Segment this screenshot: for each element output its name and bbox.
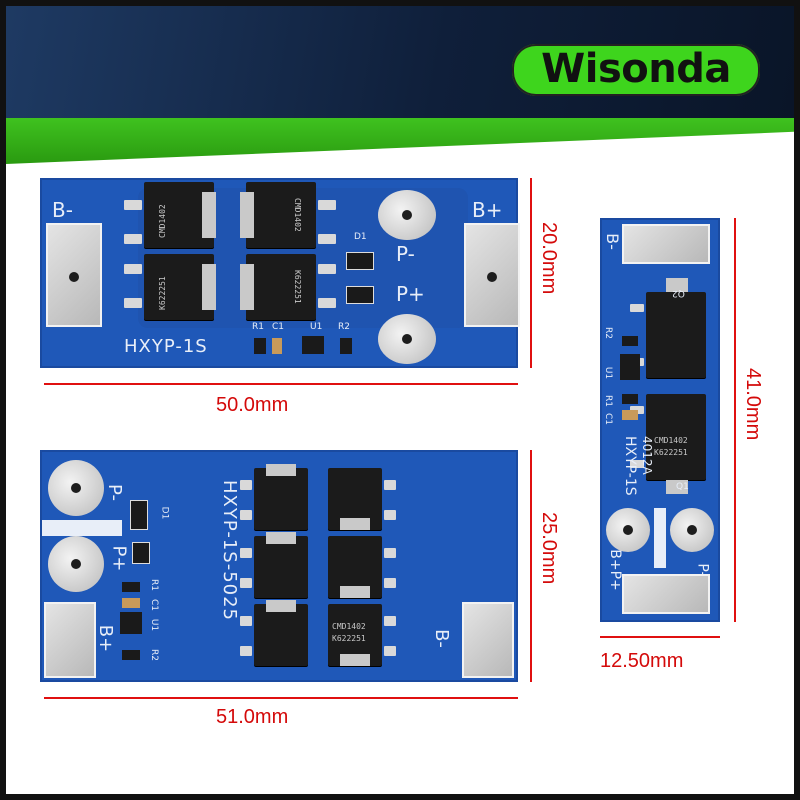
mosfet-lead	[318, 298, 336, 308]
mosfet-1	[254, 464, 308, 530]
label-d1: D1	[354, 232, 367, 242]
mosfet-lead	[240, 578, 252, 588]
capacitor-c1	[122, 598, 140, 608]
diode-d1-lower	[346, 286, 374, 304]
mosfet-lead	[124, 200, 142, 210]
resistor-r1	[122, 582, 140, 592]
mosfet-4: K622251	[240, 254, 316, 320]
board-model: HXYP-1S	[124, 336, 208, 357]
pad-b-plus	[464, 223, 520, 327]
label-r1: R1	[252, 322, 264, 332]
label-c1: C1	[272, 322, 285, 332]
resistor-r1	[622, 394, 638, 404]
mosfet-2: CMD1402	[240, 182, 316, 248]
mosfet-q1-code-2: K622251	[654, 448, 688, 457]
pad-p-plus	[48, 536, 104, 592]
mosfet-3	[254, 532, 308, 598]
pad-p-plus	[606, 508, 650, 552]
dimension-width-top: 50.0mm	[216, 394, 289, 416]
dimension-width-bottom: 51.0mm	[216, 706, 289, 728]
dimension-line-width-right	[600, 636, 720, 638]
pad-b-minus	[46, 223, 102, 327]
resistor-r2	[622, 336, 638, 346]
diode-d1	[130, 500, 148, 530]
mosfet-lead	[240, 548, 252, 558]
dimension-line-width-bottom	[44, 697, 518, 699]
silk-bar	[654, 508, 666, 568]
mosfet-5	[254, 600, 308, 666]
capacitor-c1	[272, 338, 282, 354]
pad-b-minus	[462, 602, 514, 678]
resistor-r2	[122, 650, 140, 660]
resistor-r2	[340, 338, 352, 354]
mosfet-2	[328, 468, 382, 530]
mosfet-lead	[384, 646, 396, 656]
ic-u1	[302, 336, 324, 354]
pad-b-minus	[622, 224, 710, 264]
pcb-board-right: B- Q2 CMD1402 K622251 Q1 R2 U1 R1 C1 HXY…	[600, 218, 720, 622]
label-b-minus: B-	[52, 198, 73, 222]
mosfet-lead	[384, 510, 396, 520]
ic-u1	[620, 354, 640, 380]
mosfet-lead	[384, 548, 396, 558]
mosfet-4	[328, 536, 382, 598]
mosfet-lead	[124, 298, 142, 308]
mosfet-lead	[240, 646, 252, 656]
pad-p-minus	[670, 508, 714, 552]
mosfet-lead	[240, 480, 252, 490]
label-b-plus: B+	[472, 198, 503, 222]
brand-pill	[512, 44, 760, 96]
label-p-minus: P-	[396, 242, 415, 266]
mosfet-6-code-2: K622251	[332, 634, 366, 643]
pcb-board-bottom-left: P- P+ D1 R1 C1 U1 R2 B+ B- HXYP-1S-5025 …	[40, 450, 518, 682]
mosfet-3: K622251	[144, 254, 216, 320]
pad-p-minus	[378, 190, 436, 240]
resistor-r1	[254, 338, 266, 354]
mosfet-6: CMD1402 K622251	[328, 604, 382, 666]
mosfet-q1-code-1: CMD1402	[654, 436, 688, 445]
pcb-board-top-left: B- B+ P- P+ D1 CMD1402 CMD1402 K622251 K…	[40, 178, 520, 368]
mosfet-lead	[384, 578, 396, 588]
mosfet-lead	[124, 234, 142, 244]
mosfet-q1: CMD1402 K622251	[646, 394, 706, 494]
pad-p-plus	[378, 314, 436, 364]
mosfet-lead	[630, 460, 644, 468]
mosfet-lead	[318, 264, 336, 274]
mosfet-lead	[318, 200, 336, 210]
mosfet-1: CMD1402	[144, 182, 216, 248]
dimension-width-right: 12.50mm	[600, 650, 684, 672]
capacitor-c1	[622, 410, 638, 420]
mosfet-lead	[240, 510, 252, 520]
diode-d1	[346, 252, 374, 270]
dimension-line-height-right	[734, 218, 736, 622]
brand-name: Wisonda	[541, 46, 731, 92]
dimension-line-height-bottom	[530, 450, 532, 682]
label-u1: U1	[310, 322, 323, 332]
mosfet-q2	[646, 278, 706, 378]
label-r2: R2	[338, 322, 350, 332]
dimension-line-height-top	[530, 178, 532, 368]
mosfet-lead	[124, 264, 142, 274]
mosfet-lead	[384, 616, 396, 626]
dimension-line-width-top	[44, 383, 518, 385]
mosfet-6-code-1: CMD1402	[332, 622, 366, 631]
pad-p-minus	[48, 460, 104, 516]
label-p-plus: P+	[396, 282, 425, 306]
mosfet-lead	[318, 234, 336, 244]
diode-d1-lower	[132, 542, 150, 564]
ic-u1	[120, 612, 142, 634]
mosfet-lead	[384, 480, 396, 490]
silk-bar	[42, 520, 122, 536]
label-q1: Q1	[676, 482, 689, 492]
mosfet-lead	[240, 616, 252, 626]
pad-b-plus	[622, 574, 710, 614]
mosfet-lead	[630, 304, 644, 312]
pad-b-plus	[44, 602, 96, 678]
